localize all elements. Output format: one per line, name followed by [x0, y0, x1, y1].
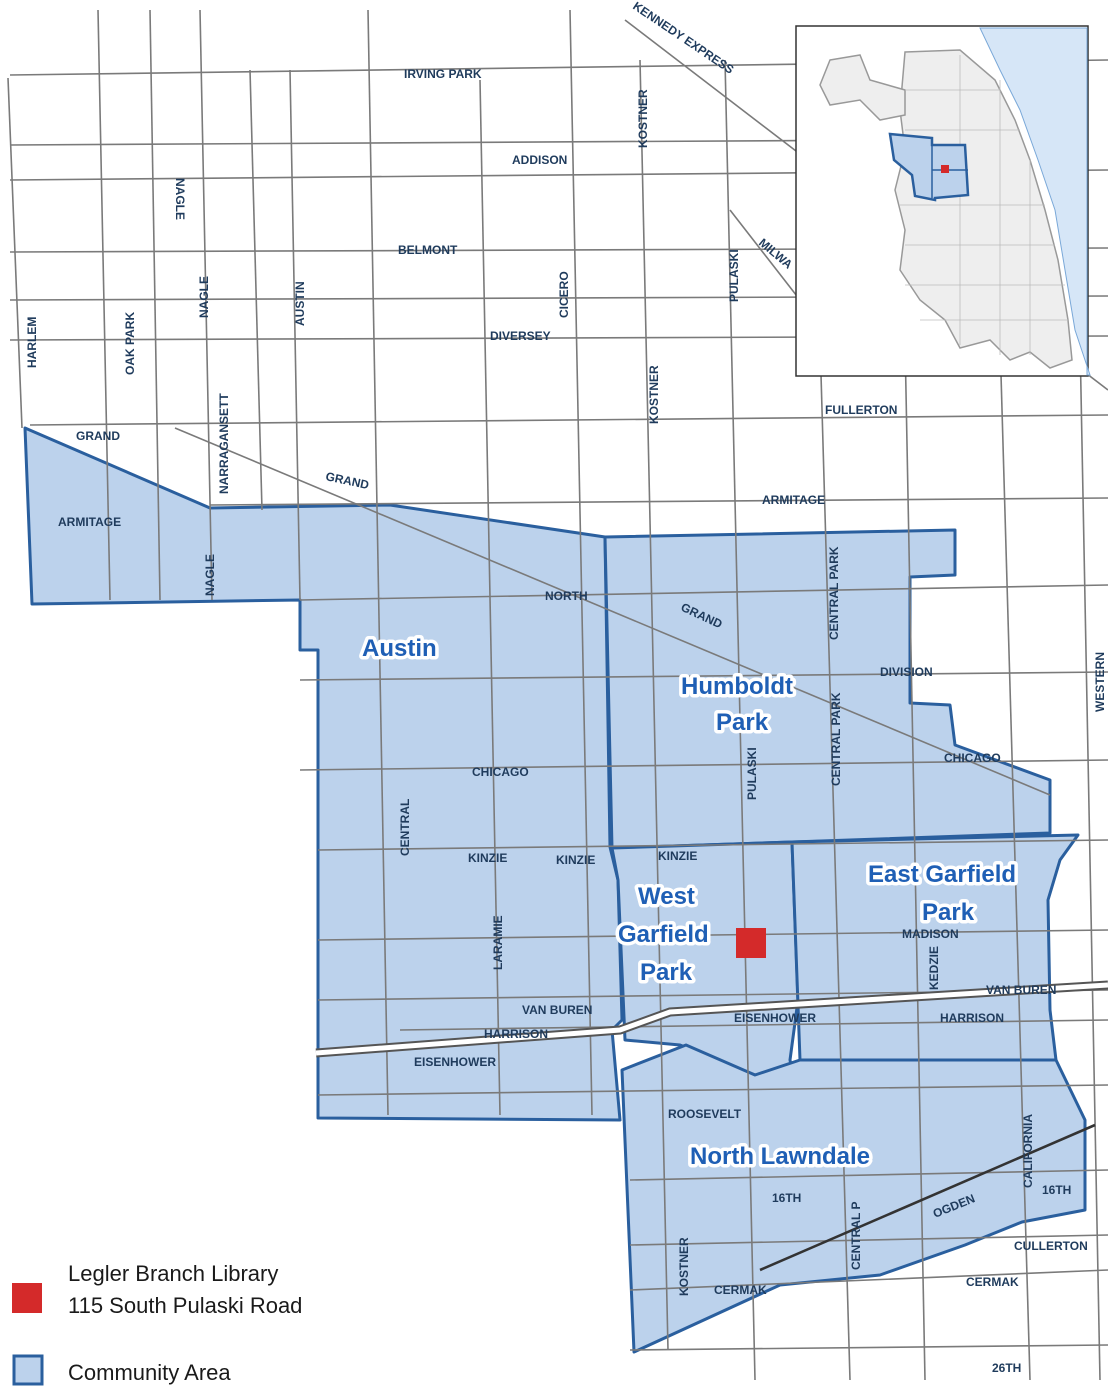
label-california: CALIFORNIA — [1021, 1114, 1035, 1188]
library-marker — [736, 928, 766, 958]
label-cicero: CICERO — [557, 271, 571, 318]
label-chicago-west: CHICAGO — [472, 765, 529, 779]
street-grid — [7, 9, 1108, 1381]
label-cermak-east: CERMAK — [966, 1275, 1019, 1289]
legend-library-swatch — [12, 1283, 42, 1313]
label-kinzie-2: KINZIE — [556, 853, 595, 867]
label-east-garfield-2: Park — [922, 899, 975, 926]
label-kostner-2: KOSTNER — [647, 365, 661, 424]
legend-library-address: 115 South Pulaski Road — [68, 1293, 302, 1318]
label-austin-area: Austin — [362, 635, 437, 662]
area-north-lawndale — [620, 1043, 1087, 1354]
label-humboldt-2: Park — [716, 709, 769, 736]
label-kinzie-1: KINZIE — [468, 851, 507, 865]
eisenhower-expressway — [315, 980, 1108, 1058]
legend: Legler Branch Library 115 South Pulaski … — [12, 1261, 302, 1386]
label-kostner-3: KOSTNER — [677, 1237, 691, 1296]
label-humboldt-1: Humboldt — [681, 673, 793, 700]
label-pulaski-2: PULASKI — [745, 747, 759, 800]
inset-map — [795, 25, 1091, 377]
label-austin-street: AUSTIN — [293, 281, 307, 326]
label-kedzie: KEDZIE — [927, 946, 941, 990]
label-division: DIVISION — [880, 665, 933, 679]
label-cermak-west: CERMAK — [714, 1283, 767, 1297]
street-labels: IRVING PARK ADDISON BELMONT DIVERSEY FUL… — [25, 0, 1107, 1375]
label-roosevelt: ROOSEVELT — [668, 1107, 742, 1121]
label-narragansett: NARRAGANSETT — [217, 393, 231, 494]
legend-community-area: Community Area — [68, 1360, 231, 1385]
label-irving-park: IRVING PARK — [404, 67, 482, 81]
label-16th-east: 16TH — [1042, 1183, 1071, 1197]
label-central: CENTRAL — [398, 799, 412, 856]
label-central-park-1: CENTRAL PARK — [827, 546, 841, 640]
label-van-buren-west: VAN BUREN — [522, 1003, 592, 1017]
label-central-park-3: CENTRAL P — [849, 1202, 863, 1270]
label-harlem: HARLEM — [25, 317, 39, 368]
label-26th: 26TH — [992, 1361, 1021, 1375]
label-western: WESTERN — [1093, 652, 1107, 712]
label-harrison-east: HARRISON — [940, 1011, 1004, 1025]
label-kostner-1: KOSTNER — [636, 89, 650, 148]
label-16th-west: 16TH — [772, 1191, 801, 1205]
label-belmont: BELMONT — [398, 243, 458, 257]
label-nagle-3: NAGLE — [203, 554, 217, 596]
label-oak-park: OAK PARK — [123, 312, 137, 375]
label-grand-west: GRAND — [76, 429, 120, 443]
label-west-garfield-2: Garfield — [618, 921, 709, 948]
label-east-garfield-1: East Garfield — [868, 861, 1016, 888]
label-cullerton: CULLERTON — [1014, 1239, 1088, 1253]
label-chicago-east: CHICAGO — [944, 751, 1001, 765]
label-diversey: DIVERSEY — [490, 329, 551, 343]
area-labels: Austin Humboldt Park West Garfield Park … — [359, 632, 1020, 1174]
community-areas — [23, 426, 1087, 1354]
label-nagle-2: NAGLE — [197, 276, 211, 318]
label-north: NORTH — [545, 589, 588, 603]
label-north-lawndale: North Lawndale — [690, 1143, 870, 1170]
inset-city-outline — [894, 49, 1073, 369]
label-harrison-west: HARRISON — [484, 1027, 548, 1041]
label-addison: ADDISON — [512, 153, 567, 167]
label-west-garfield-1: West — [638, 883, 695, 910]
label-armitage-east: ARMITAGE — [762, 493, 825, 507]
label-kinzie-3: KINZIE — [658, 849, 697, 863]
label-armitage-west: ARMITAGE — [58, 515, 121, 529]
label-eisenhower-west: EISENHOWER — [414, 1055, 496, 1069]
label-west-garfield-3: Park — [640, 959, 693, 986]
inset-city-northwest — [819, 54, 906, 121]
legend-library-name: Legler Branch Library — [68, 1261, 278, 1286]
inset-lake — [979, 27, 1091, 376]
label-eisenhower-east: EISENHOWER — [734, 1011, 816, 1025]
inset-area-dividers — [931, 145, 968, 198]
label-fullerton: FULLERTON — [825, 403, 897, 417]
legend-area-swatch — [12, 1354, 44, 1386]
inset-community-highlight — [888, 132, 970, 202]
inset-library-marker — [941, 165, 949, 173]
label-central-park-2: CENTRAL PARK — [829, 692, 843, 786]
label-van-buren-east: VAN BUREN — [986, 983, 1056, 997]
label-madison: MADISON — [902, 927, 959, 941]
label-laramie: LARAMIE — [491, 915, 505, 970]
inset-grid — [900, 55, 1068, 355]
label-nagle-1: NAGLE — [173, 178, 187, 220]
label-pulaski-1: PULASKI — [727, 249, 741, 302]
